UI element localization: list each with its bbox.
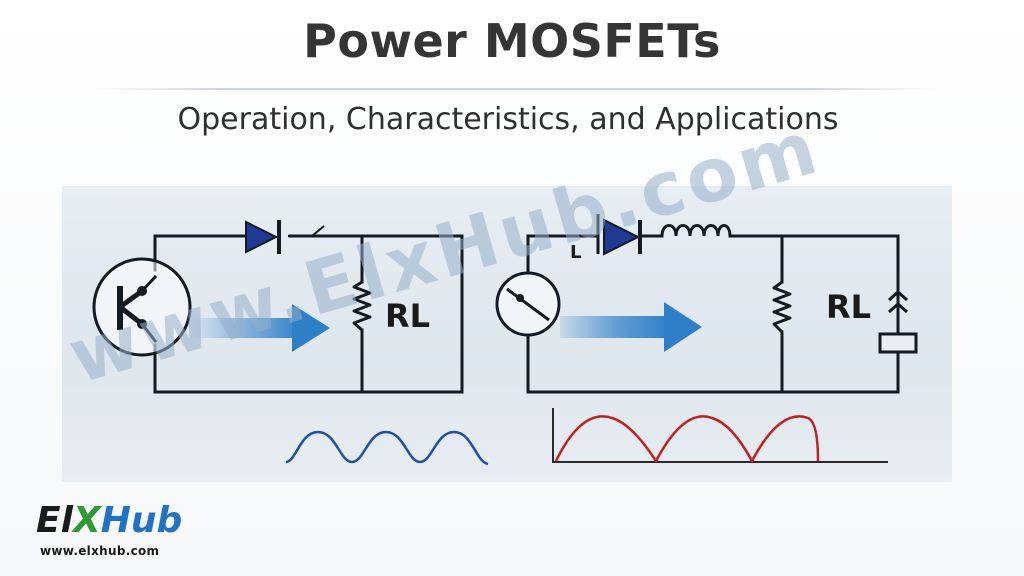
logo-part-el: El bbox=[36, 500, 73, 541]
right-diode-icon bbox=[596, 214, 642, 256]
right-waveform bbox=[554, 415, 820, 464]
logo-part-hub: Hub bbox=[100, 500, 183, 541]
left-resistor-icon bbox=[352, 280, 372, 332]
elxhub-logo: ElXHub www.elxhub.com bbox=[36, 500, 206, 564]
left-flow-arrow bbox=[188, 304, 330, 352]
left-wires bbox=[153, 234, 464, 394]
left-load-label: RL bbox=[385, 297, 430, 335]
page-title: Power MOSFETs bbox=[303, 14, 721, 68]
logo-wordmark: ElXHub bbox=[36, 500, 182, 541]
right-waveform-axis bbox=[552, 408, 888, 463]
right-inductor-icon bbox=[660, 224, 732, 237]
right-load-label: RL bbox=[826, 288, 871, 326]
title-divider bbox=[90, 88, 940, 90]
page-subtitle: Operation, Characteristics, and Applicat… bbox=[177, 102, 839, 137]
logo-part-x: X bbox=[72, 500, 101, 541]
right-meter-icon bbox=[495, 271, 561, 337]
right-inductor-marker: L bbox=[570, 242, 581, 263]
left-waveform bbox=[285, 430, 489, 466]
left-diode-icon bbox=[245, 220, 325, 254]
right-relay-icon bbox=[878, 286, 918, 354]
left-circuit: RL bbox=[92, 220, 489, 466]
right-flow-arrow bbox=[560, 302, 702, 352]
logo-url: www.elxhub.com bbox=[40, 544, 160, 558]
right-resistor-icon bbox=[772, 280, 792, 334]
right-circuit: L RL bbox=[495, 214, 918, 464]
left-transistor-icon bbox=[92, 257, 192, 357]
